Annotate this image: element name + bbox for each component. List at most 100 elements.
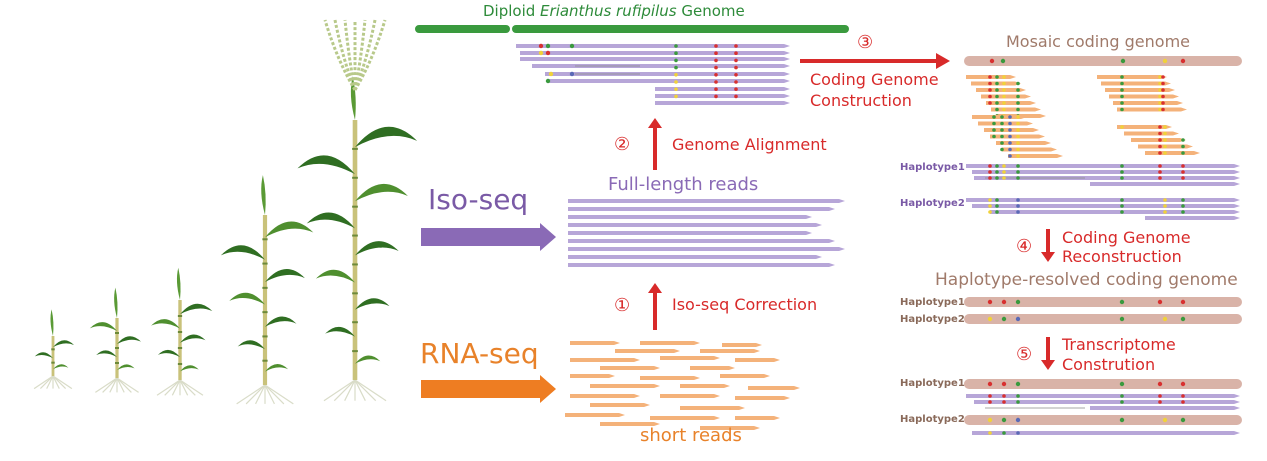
- snp-dot: [1002, 81, 1006, 86]
- genome-bar-right: [512, 25, 849, 33]
- aligned-read: [548, 79, 790, 83]
- leaf: [265, 269, 305, 283]
- short-read: [640, 376, 700, 380]
- leaf: [355, 355, 381, 364]
- stem-node: [115, 347, 119, 349]
- snp-dot: [1158, 176, 1162, 180]
- snp-dot: [1157, 299, 1163, 305]
- snp-dot: [1158, 394, 1162, 398]
- snp-dot: [988, 198, 992, 202]
- stem-node: [177, 363, 183, 365]
- root: [52, 375, 73, 390]
- short-read: [735, 416, 780, 420]
- transcript-read: [1090, 406, 1240, 410]
- snp-dot: [1158, 125, 1162, 129]
- snp-dot: [1016, 88, 1020, 92]
- mosaic-haplotype2-label: Haplotype2: [900, 198, 965, 209]
- snp-dot: [1120, 198, 1124, 202]
- snp-dot: [1158, 88, 1162, 92]
- mosaic-fragment: [1117, 125, 1172, 129]
- leaf: [355, 298, 390, 310]
- snp-dot: [1120, 204, 1124, 208]
- short-read: [720, 374, 770, 378]
- short-read: [600, 366, 660, 370]
- snp-dot: [995, 164, 999, 168]
- stem-node: [115, 332, 119, 334]
- snp-dot: [987, 299, 993, 305]
- leaf: [355, 183, 408, 202]
- snp-dot: [988, 210, 992, 214]
- aligned-read: [655, 87, 790, 91]
- mosaic-genome-title: Mosaic coding genome: [1006, 32, 1190, 51]
- resolved-haplotype1-label: Haplotype1: [900, 297, 965, 308]
- snp-dot: [1161, 94, 1165, 99]
- resolved-haplotype2-bar: [964, 314, 1242, 324]
- mosaic-fragment: [976, 88, 1026, 92]
- step4-arrow-shaft: [1046, 229, 1050, 252]
- snp-dot: [734, 51, 738, 55]
- stem-node: [262, 359, 268, 362]
- step1-label: Iso-seq Correction: [672, 295, 818, 314]
- snp-dot: [1181, 204, 1185, 208]
- snp-dot: [1015, 299, 1021, 305]
- leaf: [220, 245, 265, 260]
- snp-dot: [1002, 400, 1006, 404]
- transcript-read: [966, 394, 1240, 398]
- snp-dot: [995, 94, 999, 99]
- mosaic-fragment: [1109, 94, 1179, 99]
- stem-node: [262, 238, 268, 241]
- snp-dot: [1120, 125, 1124, 129]
- haplotype2-read: [966, 198, 1240, 202]
- snp-dot: [989, 58, 995, 64]
- leaf: [265, 316, 297, 327]
- haplotype1-read: [972, 170, 1240, 174]
- mosaic-fragment: [1097, 75, 1167, 79]
- leaf: [355, 126, 418, 148]
- snp-dot: [1120, 88, 1124, 92]
- step2-arrow-shaft: [653, 128, 657, 170]
- snp-dot: [995, 75, 999, 79]
- root: [179, 379, 196, 396]
- snp-dot: [988, 170, 992, 174]
- snp-dot: [734, 73, 738, 77]
- haplotype2-read: [1145, 216, 1240, 220]
- snp-dot: [1016, 176, 1020, 180]
- rna-seq-arrow: [421, 375, 556, 403]
- snp-dot: [1161, 101, 1165, 105]
- short-read: [700, 426, 760, 430]
- full-length-read: [568, 231, 812, 235]
- snp-dot: [1002, 107, 1006, 112]
- snp-dot: [1157, 381, 1163, 387]
- snp-dot: [1008, 147, 1012, 152]
- rna-seq-label: RNA-seq: [420, 337, 539, 370]
- leaf: [180, 303, 213, 315]
- aligned-read: [655, 94, 790, 98]
- root: [245, 384, 266, 405]
- snp-dot: [987, 381, 993, 387]
- stem-node: [115, 362, 119, 364]
- haplotype1-read: [974, 176, 1240, 180]
- step3-arrow-shaft: [800, 59, 938, 63]
- snp-dot: [674, 80, 678, 84]
- mosaic-haplotype1-label: Haplotype1: [900, 162, 965, 173]
- snp-dot: [1161, 88, 1165, 92]
- snp-dot: [714, 73, 718, 77]
- snp-dot: [714, 94, 718, 99]
- mosaic-fragment: [972, 115, 1027, 119]
- snp-dot: [1181, 394, 1185, 398]
- snp-dot: [1180, 381, 1186, 387]
- snp-dot: [988, 75, 992, 79]
- root: [264, 384, 294, 405]
- snp-dot: [1158, 94, 1162, 99]
- snp-dot: [1016, 134, 1020, 139]
- short-read: [680, 406, 745, 410]
- leaf: [53, 340, 74, 348]
- snp-dot: [1158, 81, 1162, 86]
- leaf: [265, 221, 314, 238]
- snp-dot: [1158, 107, 1162, 112]
- step5-arrow-head: [1041, 360, 1055, 370]
- snp-dot: [1163, 131, 1167, 136]
- short-read: [660, 394, 720, 398]
- aligned-read: [545, 72, 790, 76]
- snp-dot: [674, 87, 678, 91]
